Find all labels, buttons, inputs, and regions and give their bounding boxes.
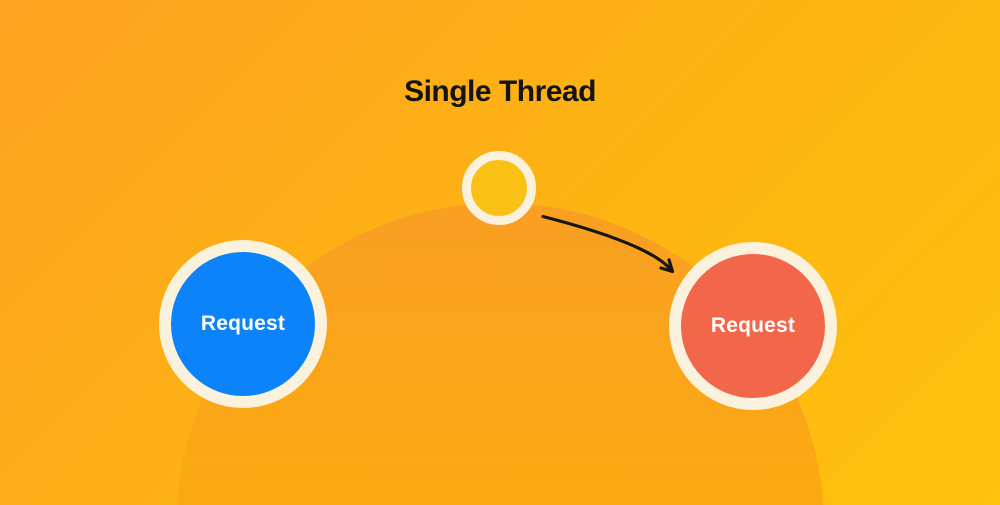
request-node-right: Request [669, 242, 837, 410]
request-node-left: Request [159, 240, 327, 408]
thread-node [462, 151, 536, 225]
request-node-right-label: Request [710, 314, 796, 337]
request-node-left-label: Request [200, 312, 286, 335]
diagram-title: Single Thread [404, 75, 596, 108]
